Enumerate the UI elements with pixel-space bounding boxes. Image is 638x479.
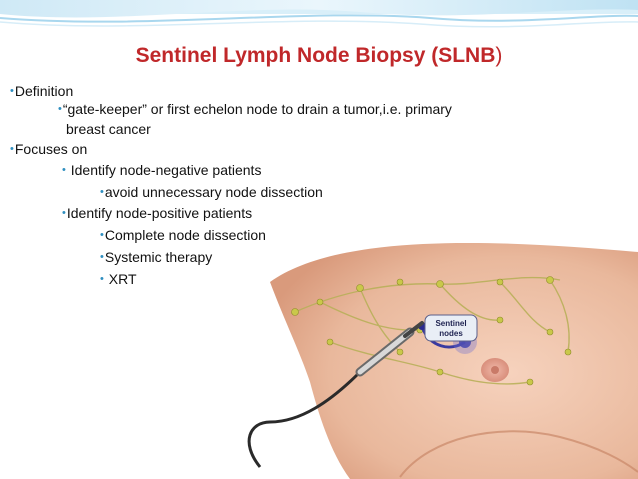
lymph-nodes [291, 276, 572, 386]
bullet-marker: • [62, 164, 66, 176]
bullet-text: Systemic therapy [104, 249, 213, 265]
bullet-marker: • [10, 85, 14, 97]
bullet-text: avoid unnecessary node dissection [104, 184, 323, 200]
bullet-definition: •Definition [10, 82, 73, 100]
bullet-avoid-dissection: •avoid unnecessary node dissection [100, 183, 323, 201]
bullet-marker: • [100, 186, 104, 198]
header-wave-decoration [0, 0, 638, 28]
slide-title-close-paren: ) [495, 44, 503, 67]
bullet-text: Definition [14, 83, 74, 99]
bullet-text: breast cancer [66, 121, 151, 137]
bullet-gatekeeper-cont: breast cancer [66, 120, 151, 138]
bullet-marker: • [100, 251, 104, 263]
bullet-marker: • [62, 207, 66, 219]
bullet-systemic-therapy: •Systemic therapy [100, 248, 212, 266]
bullet-marker: • [58, 103, 62, 115]
bullet-text: XRT [104, 271, 137, 287]
bullet-text: “gate-keeper” or first echelon node to d… [62, 101, 452, 117]
bullet-marker: • [100, 273, 104, 285]
sentinel-label-line1: Sentinel [435, 319, 466, 328]
sentinel-node-illustration: Sentinel nodes [247, 242, 638, 479]
sentinel-label-box [424, 314, 478, 342]
bullet-text: Identify node-positive patients [66, 205, 253, 221]
slide-title: Sentinel Lymph Node Biopsy (SLNB) [0, 44, 638, 68]
bullet-gatekeeper: •“gate-keeper” or first echelon node to … [58, 100, 452, 118]
bullet-text: Identify node-negative patients [66, 162, 262, 178]
bullet-complete-dissection: •Complete node dissection [100, 226, 266, 244]
bullet-marker: • [10, 143, 14, 155]
bullet-text: Complete node dissection [104, 227, 266, 243]
sentinel-label-line2: nodes [439, 329, 463, 338]
bullet-marker: • [100, 229, 104, 241]
bullet-node-negative: • Identify node-negative patients [62, 161, 261, 179]
bullet-node-positive: •Identify node-positive patients [62, 204, 252, 222]
gamma-probe [247, 321, 424, 468]
slide-title-text: Sentinel Lymph Node Biopsy (SLNB [135, 44, 496, 67]
breast-shape [270, 242, 638, 479]
bullet-xrt: • XRT [100, 270, 137, 288]
bullet-text: Focuses on [14, 141, 88, 157]
bullet-focuses-on: •Focuses on [10, 140, 87, 158]
